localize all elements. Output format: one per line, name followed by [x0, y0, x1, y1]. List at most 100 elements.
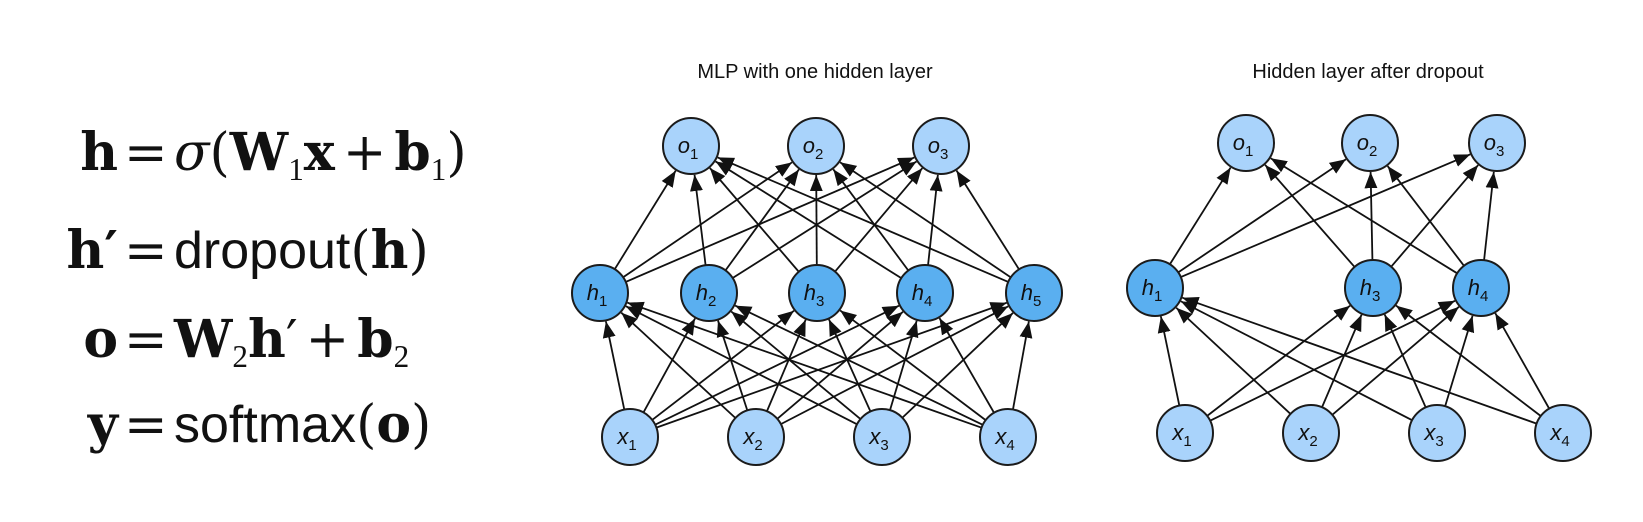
- connection-arrow: [889, 320, 919, 411]
- output-node: [662, 117, 720, 175]
- equation-token: h: [370, 220, 409, 281]
- hidden-node-label: h1: [1142, 275, 1163, 305]
- equation-lhs: o: [83, 309, 118, 370]
- connection-arrow: [832, 168, 910, 272]
- connection-arrow: [1180, 153, 1471, 278]
- output-node: [1341, 114, 1399, 172]
- hidden-node-label: h4: [912, 280, 933, 310]
- input-node: [1282, 404, 1340, 462]
- connection-arrow: [1386, 165, 1465, 267]
- connection-arrow: [1390, 164, 1479, 268]
- hidden-node: [1344, 259, 1402, 317]
- equation-token: ): [411, 395, 432, 455]
- connection-arrow: [654, 304, 900, 426]
- connection-arrow: [1209, 299, 1456, 422]
- connection-arrow: [724, 168, 800, 271]
- connection-arrow: [809, 174, 823, 266]
- equation-rhs: σ(W1x+b1): [174, 118, 467, 205]
- connection-arrow: [1264, 164, 1356, 268]
- equation-3: o=W2h′+b2: [0, 305, 520, 375]
- connection-arrow: [1177, 158, 1347, 274]
- input-node-label: x4: [1549, 420, 1569, 450]
- input-node: [601, 408, 659, 466]
- connection-arrow: [1157, 316, 1181, 406]
- equation-token: W: [174, 309, 233, 370]
- hidden-node: [1126, 259, 1184, 317]
- equation-token: softmax: [174, 396, 357, 454]
- connection-arrow: [1494, 312, 1551, 410]
- output-node-label: o1: [678, 133, 699, 163]
- input-node-label: x4: [994, 424, 1014, 454]
- hidden-node-label: h5: [1021, 280, 1042, 310]
- equation-token: x: [303, 122, 335, 183]
- equals-sign: =: [124, 221, 168, 281]
- connection-arrow: [828, 319, 872, 412]
- output-node-label: o3: [928, 133, 949, 163]
- connection-arrow: [1169, 167, 1232, 265]
- input-node-label: x3: [1423, 420, 1443, 450]
- equation-token: b: [357, 309, 394, 370]
- connection-arrow: [651, 309, 795, 421]
- equation-token: (: [350, 221, 371, 281]
- input-node-label: x2: [742, 424, 762, 454]
- equation-rhs: softmax(o): [174, 390, 431, 460]
- equation-token: 2: [393, 338, 410, 374]
- output-node: [912, 117, 970, 175]
- hidden-node-label: h1: [587, 280, 608, 310]
- output-node: [1217, 114, 1275, 172]
- hidden-node: [896, 264, 954, 322]
- connection-arrow: [1182, 296, 1537, 425]
- equation-lhs: h′: [66, 220, 118, 281]
- hidden-node: [1005, 264, 1063, 322]
- hidden-node-label: h4: [1468, 275, 1489, 305]
- connection-arrow: [1175, 307, 1292, 415]
- connection-arrow: [717, 156, 1009, 283]
- connection-arrow: [938, 317, 995, 414]
- input-node: [1408, 404, 1466, 462]
- connection-arrow: [1321, 314, 1363, 408]
- connection-arrow: [690, 174, 707, 266]
- input-node: [1534, 404, 1592, 462]
- equation-token: dropout: [174, 222, 351, 280]
- equation-token: 2: [232, 338, 248, 374]
- connection-arrow: [732, 160, 917, 279]
- hidden-node-label: h3: [1360, 275, 1381, 305]
- connection-arrow: [776, 311, 904, 420]
- hidden-node: [788, 264, 846, 322]
- input-node: [1156, 404, 1214, 462]
- connection-arrow: [1270, 157, 1458, 275]
- equation-token: 1: [288, 151, 304, 187]
- equation-token: ): [408, 221, 429, 281]
- output-node-label: o2: [803, 133, 824, 163]
- connection-arrow: [625, 305, 858, 426]
- equation-1: h=σ(W1x+b1): [0, 118, 520, 188]
- hidden-node: [680, 264, 738, 322]
- equation-token: ′: [285, 310, 298, 370]
- connection-arrow: [1364, 171, 1378, 261]
- connection-arrow: [1331, 306, 1460, 416]
- hidden-node: [1452, 259, 1510, 317]
- hidden-node-label: h3: [804, 280, 825, 310]
- output-node: [1468, 114, 1526, 172]
- equation-token: σ: [174, 123, 210, 183]
- connection-arrow: [1395, 304, 1542, 417]
- equation-rhs: W2h′+b2: [174, 305, 409, 392]
- output-node-label: o1: [1233, 130, 1254, 160]
- hidden-node-label: h2: [696, 280, 717, 310]
- connection-arrow: [901, 312, 1014, 419]
- equation-token: +: [305, 310, 350, 370]
- equation-rhs: dropout(h): [174, 216, 429, 286]
- equation-token: (: [356, 395, 377, 455]
- connection-arrow: [1012, 321, 1033, 410]
- connection-arrow: [625, 156, 915, 283]
- equation-token: 1: [430, 151, 447, 187]
- equation-lhs: y: [87, 394, 118, 455]
- equals-sign: =: [124, 123, 168, 183]
- equation-token: (: [209, 123, 230, 183]
- input-node-label: x1: [1171, 420, 1191, 450]
- equation-lhs: h: [80, 122, 118, 183]
- connection-arrow: [627, 301, 982, 429]
